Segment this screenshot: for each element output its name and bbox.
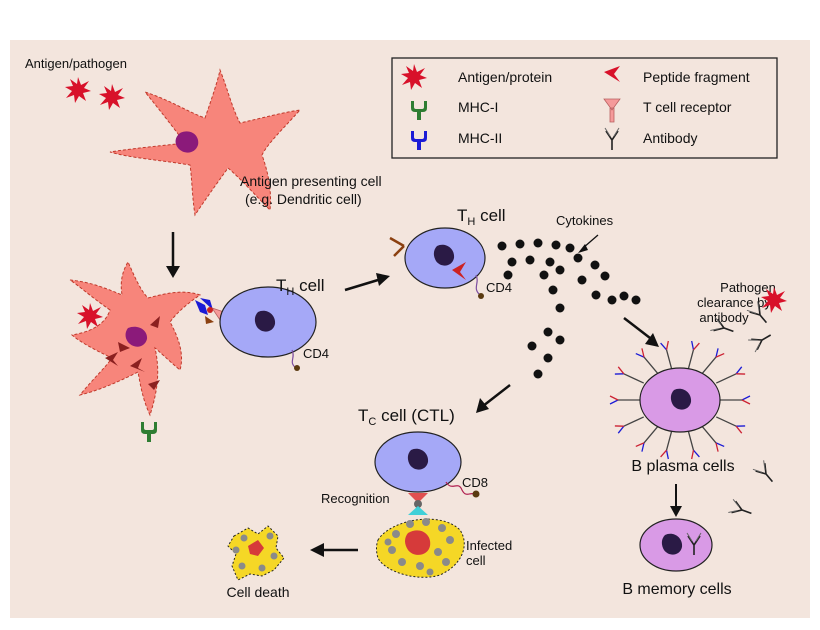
legend-mhc2-label: MHC-II — [458, 130, 502, 146]
tc-cell — [374, 431, 480, 498]
th-cell-left — [219, 286, 317, 371]
recognition-synapse — [408, 493, 428, 515]
arrow-to-tc — [476, 384, 511, 413]
apc-label-line2: (e.g. Dendritic cell) — [245, 191, 362, 207]
cell-death-label: Cell death — [226, 584, 289, 600]
tc-cell-label: TC cell (CTL) — [358, 406, 455, 428]
arrow-to-plasma — [623, 317, 659, 347]
peptide-fragment-icon — [130, 358, 145, 372]
cd4-label: CD4 — [486, 280, 512, 295]
peptide-fragment-icon — [105, 352, 118, 366]
legend: Antigen/protein Peptide fragment MHC-I T… — [391, 57, 778, 159]
clearance-label-line2: clearance by — [697, 295, 771, 310]
cd8-label: CD8 — [462, 475, 488, 490]
cd4-label: CD4 — [303, 346, 329, 361]
cytokines-arrow — [578, 234, 599, 253]
arrow-to-memory — [670, 484, 682, 517]
legend-mhc1-label: MHC-I — [458, 99, 498, 115]
mhc2-legend-icon — [411, 131, 427, 150]
apc-nucleus — [125, 326, 148, 347]
th-cell-left-label: TH cell — [276, 276, 325, 298]
recognition-label: Recognition — [321, 491, 390, 506]
cytokines-label: Cytokines — [556, 213, 614, 228]
legend-tcr-label: T cell receptor — [643, 99, 732, 115]
antigen-pathogen-label: Antigen/pathogen — [25, 56, 127, 71]
b-memory-cell — [639, 518, 713, 572]
activated-apc — [69, 260, 202, 417]
arrow-to-cell-death — [310, 543, 358, 557]
th-cell-top-label: TH cell — [457, 206, 506, 228]
infected-label-line2: cell — [466, 553, 486, 568]
cytokine-dots — [497, 238, 641, 379]
tcr-legend-icon — [603, 98, 621, 123]
clearance-label-line1: Pathogen — [720, 280, 776, 295]
peptide-fragment-icon — [150, 316, 160, 328]
arrow-apc-down — [166, 232, 180, 278]
peptide-legend-icon — [604, 66, 620, 82]
apc-nucleus — [175, 131, 199, 153]
apc-label-line1: Antigen presenting cell — [240, 173, 382, 189]
mhc1-icon — [141, 422, 157, 442]
mhc1-legend-icon — [411, 101, 427, 120]
antigen-presenting-cell — [109, 68, 302, 217]
peptide-fragment-icon — [148, 380, 160, 390]
legend-peptide-label: Peptide fragment — [643, 69, 750, 85]
clearance-label-line3: antibody — [699, 310, 749, 325]
b-plasma-cell — [609, 340, 751, 460]
legend-antibody-label: Antibody — [643, 130, 697, 146]
peptide-fragment-icon — [118, 342, 130, 352]
memory-label: B memory cells — [622, 581, 731, 598]
plasma-label: B plasma cells — [631, 458, 734, 475]
dying-cell — [227, 525, 285, 581]
legend-antigen-label: Antigen/protein — [458, 69, 552, 85]
infected-label-line1: Infected — [466, 538, 512, 553]
th-cell-top — [389, 227, 486, 299]
arrow-th-activation — [344, 273, 390, 292]
infected-cell — [376, 518, 465, 578]
